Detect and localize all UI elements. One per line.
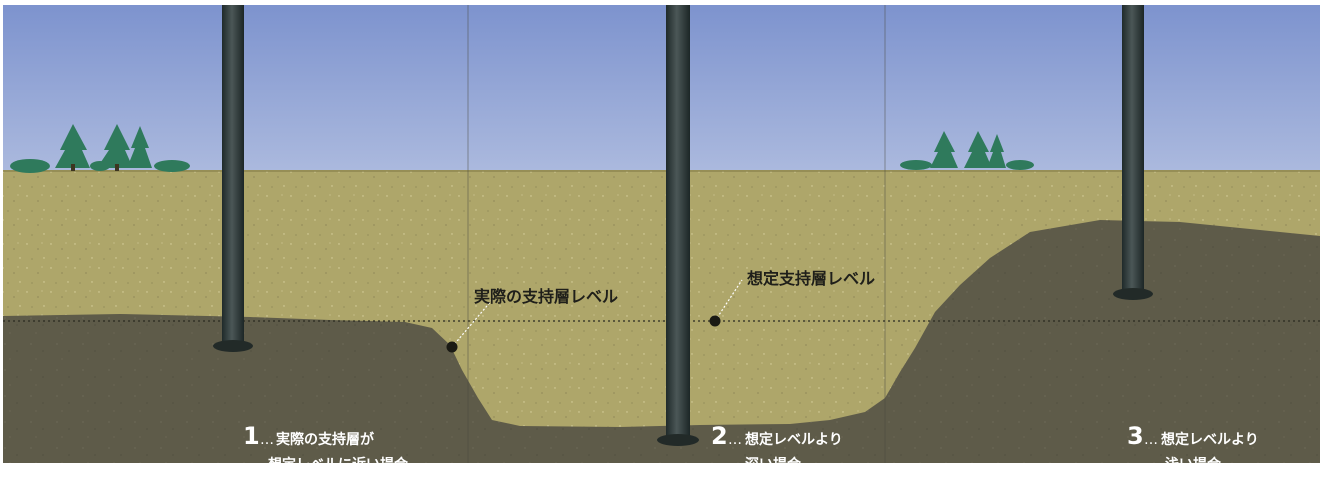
tree-cluster-icon (10, 124, 190, 173)
case-dots: … (260, 432, 274, 448)
case-3-caption: 3 … 想定レベルより 浅い場合 (1127, 422, 1259, 473)
pile-base (657, 434, 699, 446)
case-number: 3 (1127, 422, 1144, 450)
pile-base (1113, 288, 1153, 300)
pile-base (213, 340, 253, 352)
marker-dot-icon (709, 315, 721, 327)
pile-1 (213, 5, 253, 352)
case-line-2: 浅い場合 (1165, 456, 1222, 473)
bearing-texture (3, 220, 1320, 463)
case-number: 1 (243, 422, 260, 450)
pile-icon (1122, 5, 1144, 293)
case-line-1: 想定レベルより (1160, 431, 1259, 448)
actual-level-label: 実際の支持層レベル (474, 287, 618, 306)
case-number: 2 (711, 422, 728, 450)
tree-cluster-icon (900, 131, 1034, 170)
marker-dot-icon (446, 341, 458, 353)
pile-2 (657, 5, 699, 446)
pile-icon (222, 5, 244, 345)
case-line-1: 想定レベルより (744, 431, 843, 448)
case-dots: … (1144, 432, 1158, 448)
case-line-2: 想定レベルに近い場合 (267, 456, 409, 473)
assumed-level-label: 想定支持層レベル (746, 269, 875, 288)
case-2-caption: 2 … 想定レベルより 深い場合 (711, 422, 843, 473)
case-line-2: 深い場合 (745, 456, 802, 473)
pile-icon (666, 5, 690, 440)
leader-line-assumed (714, 279, 743, 322)
case-line-1: 実際の支持層が (276, 431, 375, 448)
case-1-caption: 1 … 実際の支持層が 想定レベルに近い場合 (243, 422, 409, 473)
case-dots: … (728, 432, 742, 448)
pile-3 (1113, 5, 1153, 300)
